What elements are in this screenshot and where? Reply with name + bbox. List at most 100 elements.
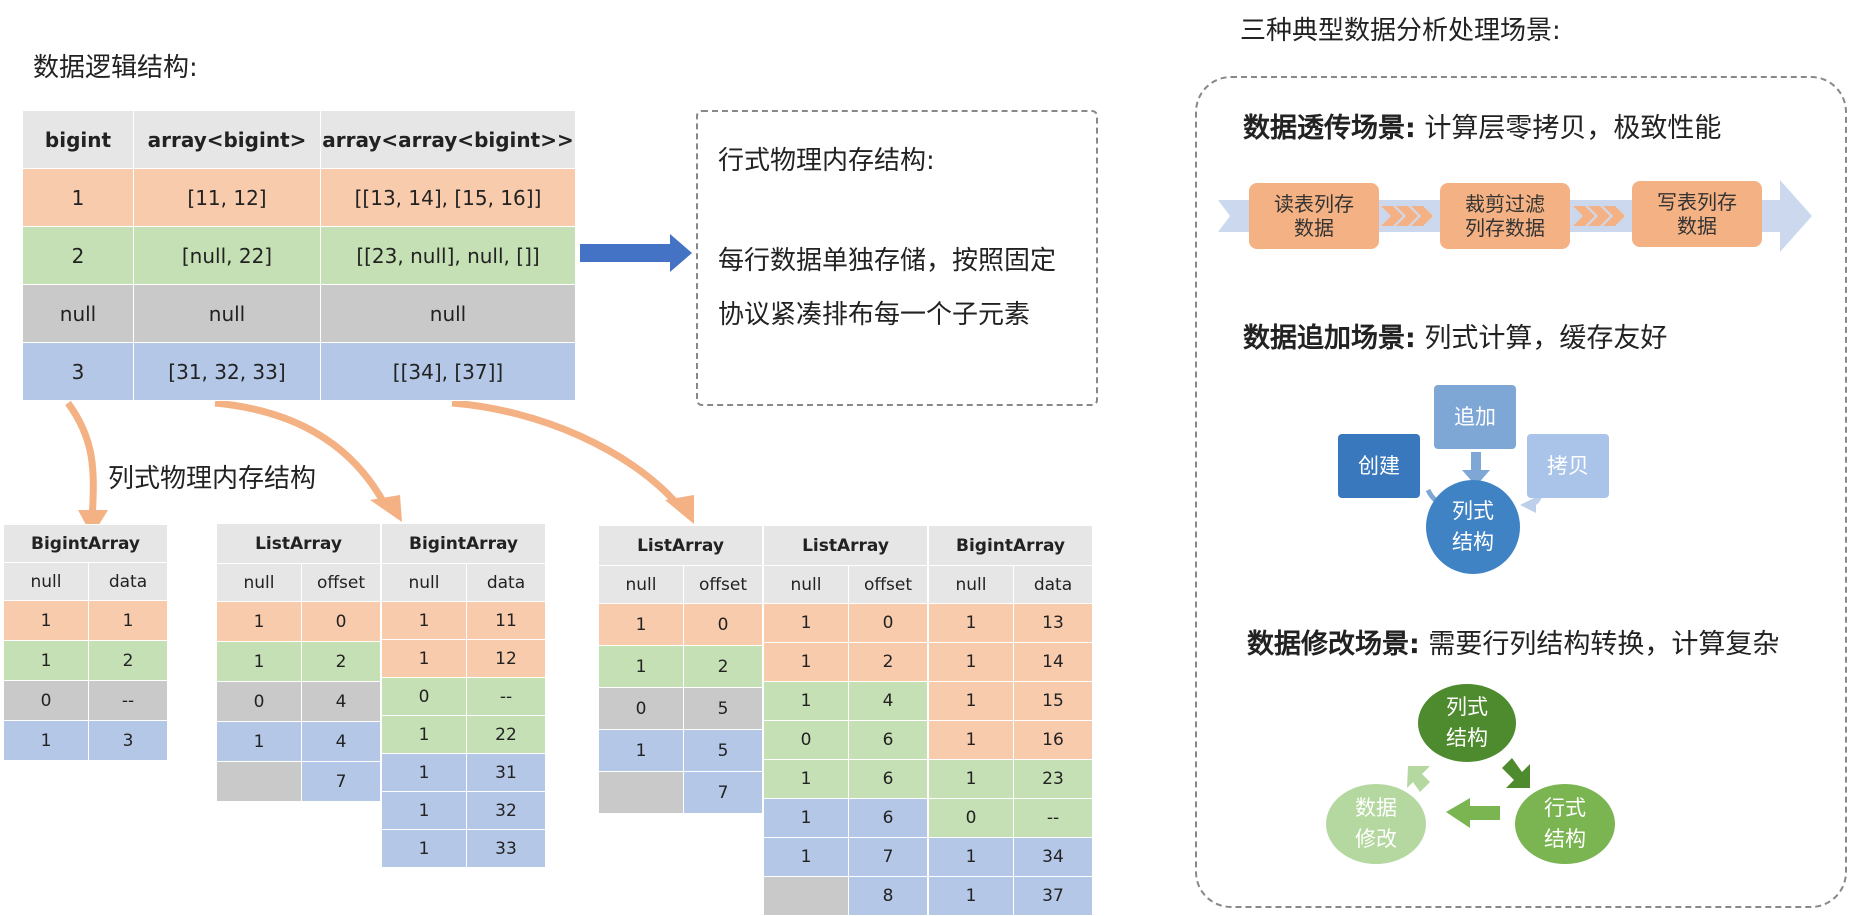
cell: 1 — [3, 720, 89, 761]
logical-cell: [11, 12] — [133, 168, 321, 227]
logical-row-4: 3 [31, 32, 33] [[34], [37]] — [22, 342, 576, 401]
scenario-1-heading: 数据透传场景: 计算层零拷贝，极致性能 — [1243, 106, 1721, 145]
cell: 1 — [928, 720, 1014, 760]
cell — [598, 771, 684, 814]
blue-arrow — [580, 234, 692, 272]
append-node: 追加 — [1434, 385, 1516, 449]
cell: 4 — [301, 721, 381, 762]
col-header: null — [928, 565, 1014, 604]
table-title: ListArray — [763, 525, 928, 566]
cell: 5 — [683, 729, 763, 772]
cell: 12 — [466, 639, 546, 678]
cell: 1 — [928, 876, 1014, 916]
cell: 0 — [381, 677, 467, 716]
logical-cell: null — [133, 284, 321, 343]
cell: 1 — [928, 759, 1014, 799]
cell: -- — [88, 680, 168, 721]
col-header: offset — [301, 563, 381, 602]
row-box-line1: 每行数据单独存储，按照固定 — [718, 246, 1057, 276]
curve-arrow-3 — [451, 399, 681, 508]
curve-arrowhead-1 — [78, 510, 108, 536]
create-node: 创建 — [1338, 434, 1420, 498]
cell: 1 — [928, 603, 1014, 643]
cell: 1 — [381, 829, 467, 868]
scenarios-box — [1195, 76, 1847, 908]
cell: 7 — [848, 837, 928, 877]
chevrons-2 — [1573, 206, 1625, 226]
logical-cell: [[34], [37]] — [320, 342, 576, 401]
cell: 0 — [683, 603, 763, 646]
cell: 0 — [848, 603, 928, 643]
col-header: data — [466, 563, 546, 602]
cell: 1 — [763, 759, 849, 799]
cell: 14 — [1013, 642, 1093, 682]
cell: 1 — [3, 640, 89, 681]
col-header: null — [216, 563, 302, 602]
scenario-1-bold: 数据透传场景: — [1243, 113, 1416, 144]
cell: 1 — [3, 600, 89, 641]
col-header: data — [88, 562, 168, 601]
cell: 1 — [216, 641, 302, 682]
scenarios-title: 三种典型数据分析处理场景: — [1240, 16, 1561, 46]
col-header: offset — [848, 565, 928, 604]
curve-arrow-2 — [214, 399, 389, 507]
col-header: offset — [683, 565, 763, 604]
col-header: null — [763, 565, 849, 604]
logical-cell: null — [320, 284, 576, 343]
cell: 1 — [381, 715, 467, 754]
cell: 0 — [763, 720, 849, 760]
cell: 0 — [598, 687, 684, 730]
column-struct-node: 列式 结构 — [1418, 684, 1516, 762]
cell: 2 — [88, 640, 168, 681]
cell: 2 — [301, 641, 381, 682]
col-header: null — [598, 565, 684, 604]
cell: 5 — [683, 687, 763, 730]
cell — [216, 761, 302, 802]
cell — [763, 876, 849, 916]
scenario-2-bold: 数据追加场景: — [1243, 323, 1416, 354]
read-node: 读表列存 数据 — [1249, 183, 1379, 249]
curve-arrowhead-3 — [665, 495, 694, 524]
row-struct-node: 行式 结构 — [1515, 784, 1615, 864]
cell: 1 — [598, 729, 684, 772]
cell: 31 — [466, 753, 546, 792]
mod-to-col-arrow — [1407, 766, 1430, 792]
col-header: null — [3, 562, 89, 601]
column-structure-node: 列式 结构 — [1426, 480, 1520, 574]
cell: 0 — [928, 798, 1014, 838]
logical-row-3: null null null — [22, 284, 576, 343]
chevrons-1 — [1381, 206, 1433, 226]
scenario-3-heading: 数据修改场景: 需要行列结构转换，计算复杂 — [1247, 622, 1779, 661]
cell: 1 — [928, 837, 1014, 877]
logical-cell: 2 — [22, 226, 134, 285]
row-to-mod-arrow — [1446, 798, 1500, 828]
cell: 1 — [928, 681, 1014, 721]
table-title: BigintArray — [3, 524, 168, 563]
curve-arrowhead-2 — [370, 495, 402, 522]
filter-node: 裁剪过滤 列存数据 — [1440, 183, 1570, 249]
cell: 6 — [848, 720, 928, 760]
cell: 33 — [466, 829, 546, 868]
curve-arrow-1 — [65, 400, 97, 521]
cell: 0 — [301, 601, 381, 642]
cell: 1 — [763, 837, 849, 877]
scenario-1-text: 计算层零拷贝，极致性能 — [1415, 113, 1722, 144]
cell: 22 — [466, 715, 546, 754]
cell: 6 — [848, 759, 928, 799]
cell: 1 — [381, 753, 467, 792]
cell: 11 — [466, 601, 546, 640]
cell: 1 — [598, 645, 684, 688]
cell: -- — [466, 677, 546, 716]
table-title: BigintArray — [928, 525, 1093, 566]
append-arrow — [1462, 452, 1490, 486]
write-node: 写表列存 数据 — [1632, 181, 1762, 247]
cell: 15 — [1013, 681, 1093, 721]
logical-row-1: 1 [11, 12] [[13, 14], [15, 16]] — [22, 168, 576, 227]
cell: 7 — [683, 771, 763, 814]
table-title: BigintArray — [381, 523, 546, 564]
